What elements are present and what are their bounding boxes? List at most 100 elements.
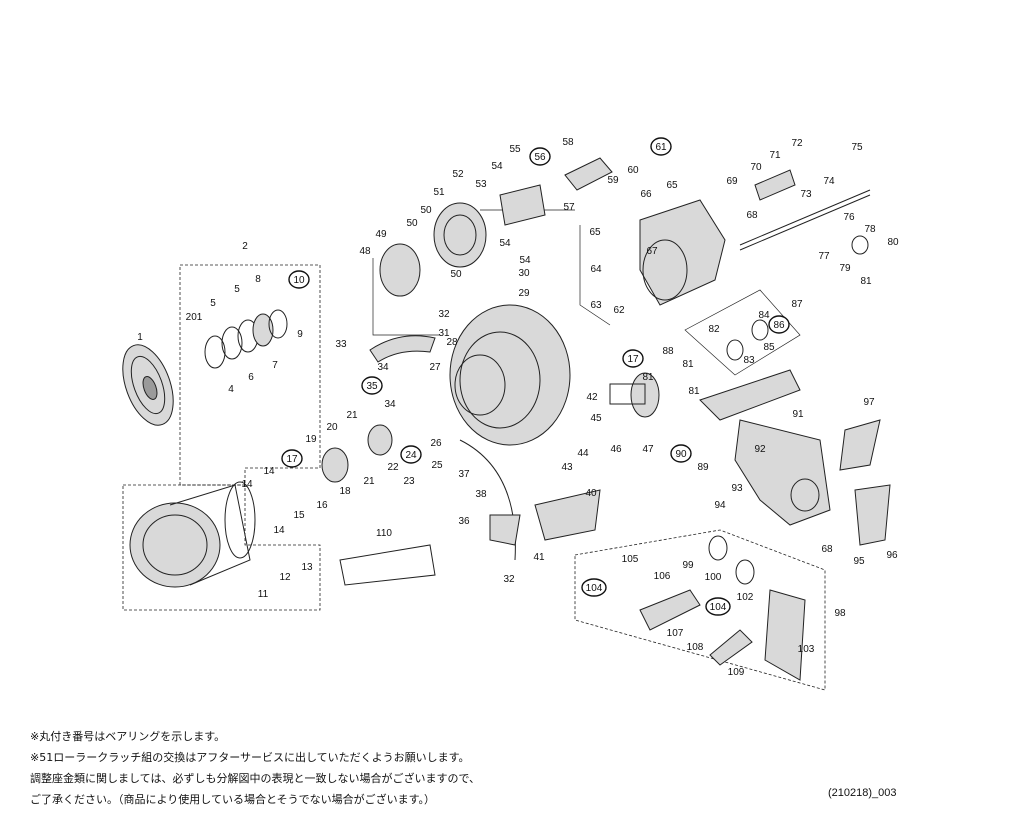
part-callout: 110 [376, 528, 392, 539]
part-number: 25 [431, 460, 443, 471]
part-number: 75 [851, 142, 863, 153]
part-number: 78 [864, 224, 876, 235]
part-number: 10 [293, 275, 305, 286]
part-number: 64 [590, 264, 602, 275]
bearing-callout: 10 [288, 270, 310, 289]
part-callout: 43 [561, 462, 573, 473]
part-callout: 28 [446, 337, 458, 348]
bearing-callout: 61 [650, 137, 672, 156]
part-callout: 50 [420, 205, 432, 216]
part-number: 1 [137, 332, 143, 343]
bearing-circle [288, 270, 310, 289]
part-number: 96 [886, 550, 898, 561]
part-callout: 98 [834, 608, 846, 619]
part-callout: 70 [750, 162, 762, 173]
part-number: 41 [533, 552, 545, 563]
part-number: 53 [475, 179, 487, 190]
part-callout: 60 [627, 165, 639, 176]
part-number: 54 [499, 238, 511, 249]
part-number: 108 [687, 642, 704, 653]
part-callout: 5 [210, 298, 216, 309]
part-number: 72 [791, 138, 803, 149]
bearing-callout: 86 [768, 315, 790, 334]
part-callout: 50 [406, 218, 418, 229]
part-callout: 11 [258, 589, 269, 600]
part-number: 68 [746, 210, 758, 221]
part-number: 46 [610, 444, 622, 455]
pinion-gear [609, 372, 660, 418]
part-callout: 7 [272, 360, 278, 371]
part-number: 74 [823, 176, 835, 187]
part-callout: 65 [589, 227, 601, 238]
part-callout: 54 [519, 255, 531, 266]
part-number: 97 [863, 397, 875, 408]
part-callout: 78 [864, 224, 876, 235]
part-number: 42 [586, 392, 598, 403]
part-callout: 68 [821, 544, 833, 555]
part-number: 60 [627, 165, 639, 176]
part-number: 81 [860, 276, 872, 287]
side-covers [339, 419, 891, 586]
part-number: 76 [843, 212, 855, 223]
part-number: 4 [228, 384, 234, 395]
part-callout: 21 [363, 476, 375, 487]
part-number: 20 [326, 422, 338, 433]
part-number: 54 [491, 161, 503, 172]
part-callout: 54 [499, 238, 511, 249]
main-frame [734, 419, 831, 526]
part-callout: 14 [273, 525, 285, 536]
part-callout: 102 [737, 592, 754, 603]
part-callout: 67 [646, 246, 658, 257]
part-callout: 42 [586, 392, 598, 403]
part-number: 106 [654, 571, 671, 582]
part-number: 91 [792, 409, 804, 420]
part-number: 65 [666, 180, 678, 191]
spool [129, 481, 256, 588]
part-number: 44 [577, 448, 589, 459]
part-callout: 15 [293, 510, 305, 521]
part-number: 17 [627, 354, 639, 365]
part-number: 62 [613, 305, 625, 316]
part-number: 45 [590, 413, 602, 424]
part-number: 63 [590, 300, 602, 311]
part-number: 105 [622, 554, 639, 565]
part-number: 9 [297, 329, 303, 340]
part-number: 109 [728, 667, 745, 678]
part-callout: 95 [853, 556, 865, 567]
part-callout: 82 [708, 324, 720, 335]
part-number: 15 [293, 510, 305, 521]
part-number: 70 [750, 162, 762, 173]
part-callout: 100 [705, 572, 722, 583]
part-number: 16 [316, 500, 328, 511]
part-callout: 76 [843, 212, 855, 223]
part-callout: 65 [666, 180, 678, 191]
part-number: 24 [405, 450, 417, 461]
part-callout: 87 [791, 299, 803, 310]
part-number: 80 [887, 237, 899, 248]
part-number: 6 [248, 372, 254, 383]
part-callout: 73 [800, 189, 812, 200]
part-callout: 72 [791, 138, 803, 149]
part-number: 26 [430, 438, 442, 449]
part-number: 47 [642, 444, 654, 455]
part-callout: 84 [758, 310, 770, 321]
part-callout: 68 [746, 210, 758, 221]
part-callout: 8 [255, 274, 261, 285]
part-callout: 91 [792, 409, 804, 420]
drag-washers [204, 309, 288, 369]
part-callout: 47 [642, 444, 654, 455]
part-number: 104 [586, 583, 603, 594]
part-callout: 25 [431, 460, 443, 471]
bearing-callout: 35 [361, 376, 383, 395]
part-number: 100 [705, 572, 722, 583]
part-callout: 14 [263, 466, 275, 477]
part-callout: 80 [887, 237, 899, 248]
bearing-circle [705, 597, 731, 616]
part-number: 57 [563, 202, 575, 213]
part-callout: 81 [688, 386, 700, 397]
part-number: 94 [714, 500, 726, 511]
bail-arm-assembly [369, 335, 521, 561]
note-line: ※丸付き番号はベアリングを示します。 [30, 730, 226, 743]
part-callout: 32 [438, 309, 450, 320]
part-callout: 18 [339, 486, 351, 497]
